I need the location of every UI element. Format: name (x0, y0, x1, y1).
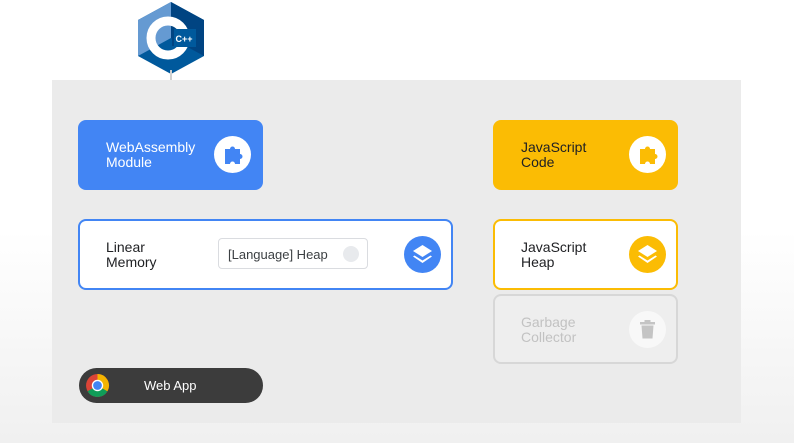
chrome-icon (86, 374, 109, 397)
javascript-heap-box: JavaScript Heap (493, 219, 678, 290)
web-app-label: Web App (144, 378, 197, 393)
linear-memory-label: Linear Memory (106, 239, 157, 270)
webassembly-module-label: WebAssembly Module (106, 139, 196, 170)
linear-memory-box: Linear Memory [Language] Heap (78, 219, 453, 290)
javascript-code-box: JavaScript Code (493, 120, 678, 190)
garbage-collector-box: Garbage Collector (493, 294, 678, 364)
language-heap-chip: [Language] Heap (218, 238, 368, 269)
javascript-code-label: JavaScript Code (521, 139, 587, 170)
connector-line (170, 70, 172, 80)
garbage-collector-label: Garbage Collector (521, 314, 577, 345)
cpp-logo-icon: C++ (138, 2, 204, 74)
web-app-pill: Web App (79, 368, 263, 403)
webassembly-module-box: WebAssembly Module (78, 120, 263, 190)
puzzle-icon (214, 136, 251, 173)
trash-icon (629, 311, 666, 348)
layers-icon (404, 236, 441, 273)
cpp-logo-text: C++ (175, 34, 192, 44)
layers-icon (629, 236, 666, 273)
puzzle-icon (629, 136, 666, 173)
chip-dot-icon (343, 246, 359, 262)
language-heap-label: [Language] Heap (228, 247, 328, 262)
javascript-heap-label: JavaScript Heap (521, 239, 587, 270)
